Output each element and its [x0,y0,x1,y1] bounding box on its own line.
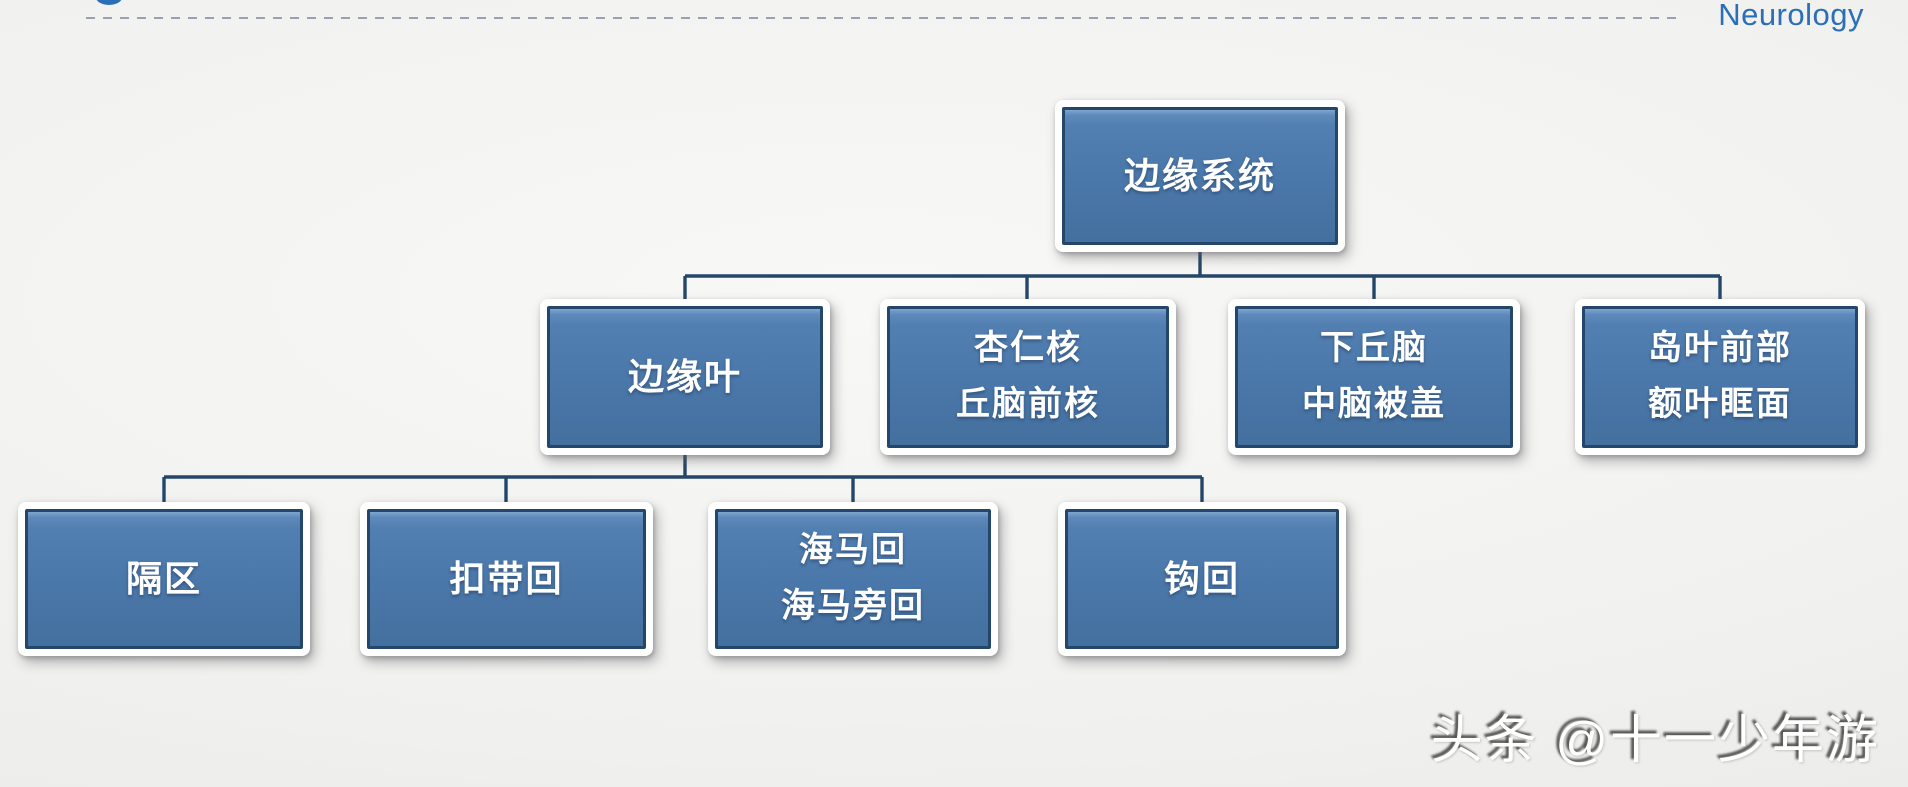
node-label: 岛叶前部 [1648,329,1792,368]
connector-level1-level2 [683,251,1722,299]
node-cingulate-gyrus-panel: 扣带回 [367,509,646,649]
node-label: 中脑被盖 [1302,385,1446,423]
node-amygdala-panel: 杏仁核 丘脑前核 [887,306,1169,448]
node-limbic-lobe: 边缘叶 [540,299,830,455]
node-label: 海马回 [799,531,907,570]
node-label: 扣带回 [449,558,564,600]
node-hippocampal-panel: 海马回 海马旁回 [715,509,991,649]
node-label: 边缘叶 [627,356,742,398]
node-label: 隔区 [125,558,202,600]
node-septal-area-panel: 隔区 [25,509,303,649]
node-insula-panel: 岛叶前部 额叶眶面 [1582,306,1858,448]
connector-level2-level3 [162,455,1204,502]
node-septal-area: 隔区 [18,502,310,656]
node-label: 丘脑前核 [956,385,1100,423]
node-label: 额叶眶面 [1648,385,1792,423]
toutiao-watermark: 头条 @十一少年游 [1430,712,1880,770]
node-uncus: 钩回 [1058,502,1346,656]
node-limbic-system-panel: 边缘系统 [1062,107,1338,245]
node-hypothalamus-panel: 下丘脑 中脑被盖 [1235,306,1513,448]
header-dashed-divider [86,17,1682,19]
node-cingulate-gyrus: 扣带回 [360,502,653,656]
node-anterior-insula-orbital-frontal: 岛叶前部 额叶眶面 [1575,299,1865,455]
node-uncus-panel: 钩回 [1065,509,1339,649]
node-amygdala-anterior-thalamic-nucleus: 杏仁核 丘脑前核 [880,299,1176,455]
node-label: 海马旁回 [781,587,925,625]
node-limbic-system: 边缘系统 [1055,100,1345,252]
node-label: 边缘系统 [1123,155,1276,197]
node-hippocampal-parahippocampal-gyrus: 海马回 海马旁回 [708,502,998,656]
node-limbic-lobe-panel: 边缘叶 [547,306,823,448]
node-hypothalamus-midbrain-tegmentum: 下丘脑 中脑被盖 [1228,299,1520,455]
node-label: 杏仁核 [974,329,1082,368]
logo-icon [96,0,122,5]
node-label: 下丘脑 [1320,329,1428,368]
node-label: 钩回 [1163,558,1240,600]
brand-neurology: Neurology [1718,0,1864,32]
